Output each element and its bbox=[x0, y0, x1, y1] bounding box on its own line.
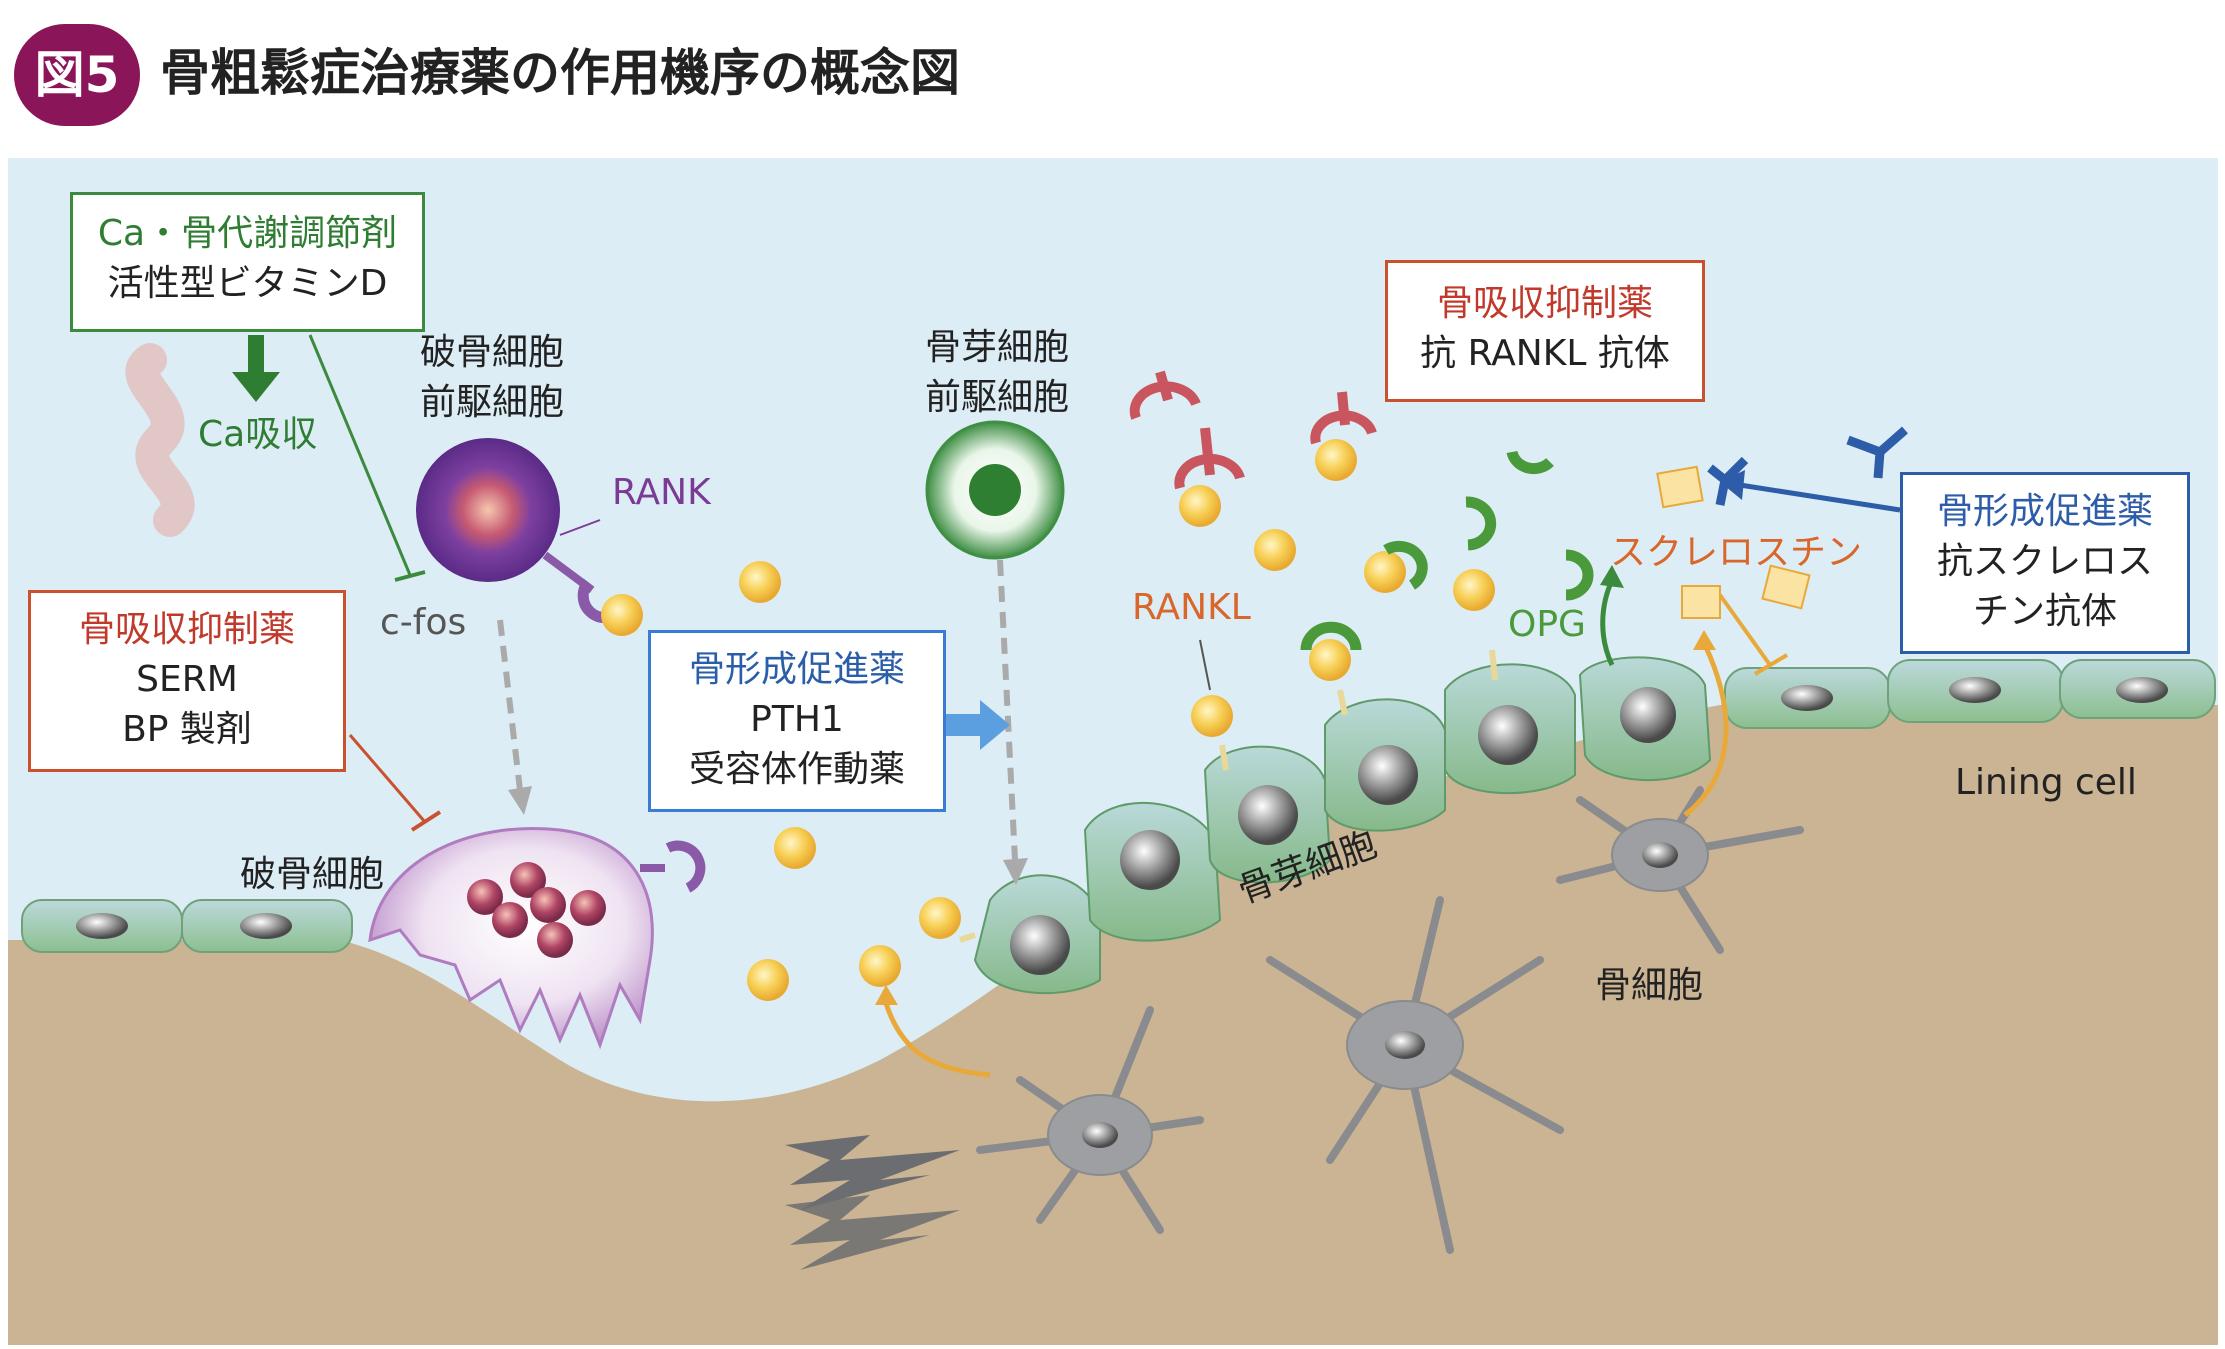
rank-label: RANK bbox=[612, 472, 711, 513]
opg-molecules bbox=[1300, 450, 1594, 651]
pth1-label: PTH1 bbox=[750, 699, 844, 740]
cfos-label: c-fos bbox=[380, 602, 467, 643]
ca-absorption-arrow bbox=[232, 335, 280, 402]
bone-formation-heading-pth: 骨形成促進薬 bbox=[688, 649, 905, 690]
sclerostin-label: スクレロスチン bbox=[1610, 532, 1863, 573]
serm-label: SERM bbox=[136, 659, 238, 700]
differentiation-arrows bbox=[497, 559, 1018, 861]
anti-sclerostin-arrow bbox=[1739, 482, 1901, 513]
figure-header: 図5 骨粗鬆症治療薬の作用機序の概念図 bbox=[0, 0, 2225, 150]
opg-label: OPG bbox=[1508, 604, 1586, 645]
inhibition-lines bbox=[308, 334, 1789, 832]
ca-absorption-label: Ca吸収 bbox=[198, 414, 318, 455]
bone-formation-sclerostin-box: 骨形成促進薬 抗スクレロス チン抗体 bbox=[1900, 472, 2190, 654]
osteoclast-label: 破骨細胞 bbox=[240, 854, 385, 895]
sclerostin-molecules bbox=[1656, 465, 1811, 619]
osteoclast-precursor-label-2: 前駆細胞 bbox=[420, 382, 565, 423]
ca-regulator-drug: 活性型ビタミンD bbox=[107, 263, 388, 304]
receptor-agonist-label: 受容体作動薬 bbox=[688, 749, 905, 790]
osteoclast-precursor-label-1: 破骨細胞 bbox=[420, 332, 565, 373]
figure-badge: 図5 bbox=[14, 24, 140, 126]
osteocyte-2 bbox=[1266, 896, 1564, 1254]
figure-title: 骨粗鬆症治療薬の作用機序の概念図 bbox=[160, 44, 960, 102]
mechanical-stress-icon bbox=[785, 1135, 960, 1270]
anti-sclerostin-label-2: チン抗体 bbox=[1972, 591, 2117, 632]
osteoblast-precursor-cell bbox=[925, 420, 1065, 560]
ca-regulator-heading: Ca・骨代謝調節剤 bbox=[97, 213, 398, 254]
anti-rankl-antibody-label: 抗 RANKL 抗体 bbox=[1420, 333, 1670, 374]
anti-rankl-antibody-icons bbox=[1129, 370, 1377, 490]
resorption-inhibitor-box-rankl: 骨吸収抑制薬 抗 RANKL 抗体 bbox=[1385, 260, 1705, 402]
anti-sclerostin-label-1: 抗スクレロス bbox=[1936, 541, 2153, 582]
pth-arrow bbox=[942, 700, 1010, 750]
opg-arrow bbox=[1600, 584, 1615, 667]
osteoclast-granules bbox=[467, 862, 606, 958]
resorption-inhibitor-heading-left: 骨吸収抑制薬 bbox=[78, 609, 295, 650]
anti-sclerostin-antibody-icons bbox=[1707, 426, 1908, 506]
resorption-inhibitor-heading-rankl: 骨吸収抑制薬 bbox=[1436, 283, 1653, 324]
osteocyte-1 bbox=[976, 1006, 1204, 1234]
osteocyte-3 bbox=[1556, 786, 1804, 954]
osteoblast-cells bbox=[973, 656, 1712, 995]
osteocyte-cells bbox=[976, 786, 1804, 1254]
lining-cells-left bbox=[21, 899, 353, 953]
osteoclast-cell bbox=[368, 827, 706, 1050]
ca-regulator-box: Ca・骨代謝調節剤 活性型ビタミンD bbox=[70, 192, 425, 332]
lining-cells-right bbox=[1724, 659, 2216, 729]
bone-formation-pth-box: 骨形成促進薬 PTH1 受容体作動薬 bbox=[648, 630, 946, 812]
bp-label: BP 製剤 bbox=[122, 709, 252, 750]
osteocyte-label: 骨細胞 bbox=[1595, 965, 1704, 1006]
resorption-inhibitor-box-left: 骨吸収抑制薬 SERM BP 製剤 bbox=[28, 590, 346, 772]
signal-arrows bbox=[882, 643, 1729, 1078]
lining-cell-label: Lining cell bbox=[1955, 762, 2137, 803]
bone-formation-heading-sclerostin: 骨形成促進薬 bbox=[1936, 491, 2153, 532]
intestine-icon bbox=[125, 343, 195, 537]
osteoblast-precursor-label-1: 骨芽細胞 bbox=[925, 327, 1070, 368]
rankl-label: RANKL bbox=[1132, 587, 1251, 628]
osteoblast-precursor-label-2: 前駆細胞 bbox=[925, 377, 1070, 418]
